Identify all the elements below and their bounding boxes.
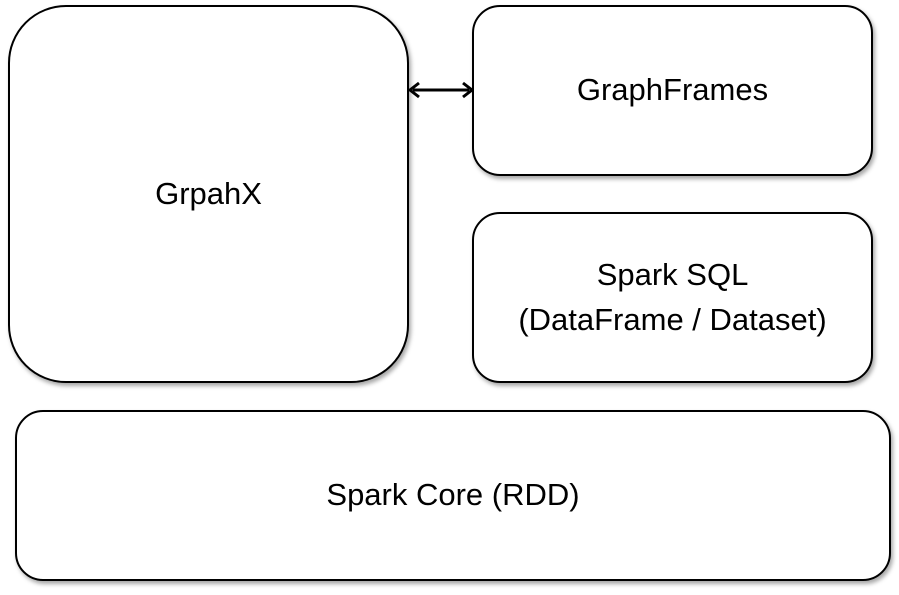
spark-core-box: Spark Core (RDD)	[15, 410, 891, 581]
spark-sql-box: Spark SQL (DataFrame / Dataset)	[472, 212, 873, 383]
bidirectional-arrow	[407, 81, 475, 99]
graphframes-label: GraphFrames	[576, 72, 769, 108]
graphx-box: GrpahX	[8, 5, 409, 383]
spark-core-label: Spark Core (RDD)	[326, 477, 580, 513]
graphframes-box: GraphFrames	[472, 5, 873, 176]
arrow-head-left	[407, 81, 420, 99]
graphx-label: GrpahX	[155, 175, 262, 211]
spark-sql-sublabel: (DataFrame / Dataset)	[518, 301, 827, 337]
spark-sql-label: Spark SQL	[596, 256, 749, 292]
